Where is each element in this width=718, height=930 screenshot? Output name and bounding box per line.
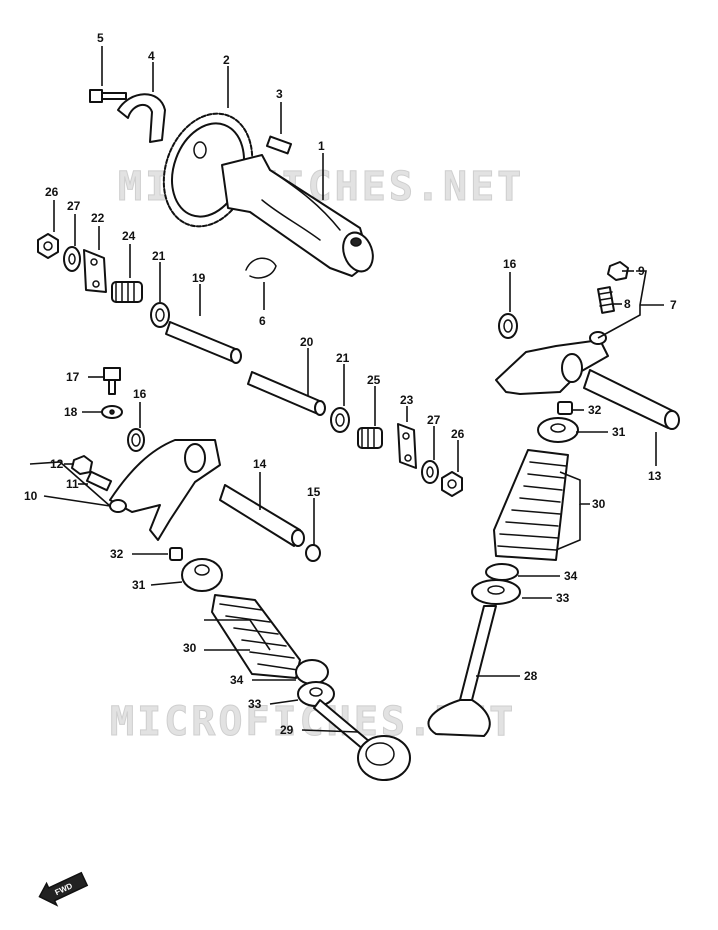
callout-labels: 5 4 2 3 1 6 26 27 22 24 21 19 20 21 25 2… [24,31,677,737]
callout-32-right: 32 [588,403,602,417]
callout-29: 29 [280,723,294,737]
washer-18 [101,405,123,419]
callout-10: 10 [24,489,38,503]
callout-4: 4 [148,49,155,63]
washer-21b [330,407,350,433]
cotter-32b [557,401,573,415]
shaft-13 [583,369,680,430]
pin-3 [265,135,293,155]
nut-26a [37,233,59,259]
o-ring-16a [127,428,145,452]
callout-23: 23 [400,393,414,407]
leader-lines [29,46,664,733]
washer-27a [63,246,81,272]
nut-9 [607,261,629,281]
retainer-31b [537,417,579,443]
clip-6 [245,257,277,279]
plate-23 [397,423,417,469]
seal-33b [471,579,521,605]
nut-26b [441,471,463,497]
callout-21-left: 21 [152,249,166,263]
callout-34-right: 34 [564,569,578,583]
callout-18: 18 [64,405,78,419]
nut-12 [71,455,93,475]
valve-29 [313,699,411,781]
washer-21a [150,302,170,328]
callout-20: 20 [300,335,314,349]
callout-31-left: 31 [132,578,146,592]
callout-31-right: 31 [612,425,626,439]
callout-32-left: 32 [110,547,124,561]
callout-27-mid: 27 [427,413,441,427]
springs-30a [211,594,301,679]
callout-25: 25 [367,373,381,387]
callout-7: 7 [670,298,677,312]
callout-14: 14 [253,457,267,471]
springs-30b [493,449,569,561]
seat-34b [485,563,519,581]
callout-13: 13 [648,469,662,483]
callout-5: 5 [97,31,104,45]
callout-17: 17 [66,370,80,384]
plate-22 [83,249,107,293]
o-ring-16b [498,313,518,339]
retainer-31a [181,558,223,592]
shaft-20 [247,371,326,416]
callout-16-left: 16 [133,387,147,401]
callout-1: 1 [318,139,325,153]
callout-28: 28 [524,669,538,683]
callout-26-mid: 26 [451,427,465,441]
callout-24: 24 [122,229,136,243]
callout-33-right: 33 [556,591,570,605]
callout-22: 22 [91,211,105,225]
callout-34-left: 34 [230,673,244,687]
callout-19: 19 [192,271,206,285]
callout-2: 2 [223,53,230,67]
spring-24 [111,281,143,303]
o-ring-15 [305,544,321,562]
washer-27b [421,460,439,484]
callout-21-right: 21 [336,351,350,365]
callout-30-left: 30 [183,641,197,655]
rocker-arm-10 [109,439,221,541]
callout-30-right: 30 [592,497,606,511]
forward-arrow-icon: FWD [38,871,89,907]
callout-26-top: 26 [45,185,59,199]
spring-25 [357,427,383,449]
callout-9: 9 [638,264,645,278]
callout-16-right: 16 [503,257,517,271]
callout-27-top: 27 [67,199,81,213]
bolt-5 [89,89,127,103]
adjuster-11 [85,470,113,492]
callout-3: 3 [276,87,283,101]
callout-12: 12 [50,457,64,471]
adjuster-8 [597,286,615,314]
bolt-17 [103,367,121,395]
shaft-14 [219,484,305,547]
seat-34a [295,659,329,685]
callout-33-left: 33 [248,697,262,711]
valve-28 [427,605,497,737]
callout-6: 6 [259,314,266,328]
cotter-32a [169,547,183,561]
shaft-19 [165,321,242,364]
callout-15: 15 [307,485,321,499]
seal-33a [297,681,335,707]
plate-4 [117,93,166,143]
callout-11: 11 [66,477,79,491]
callout-8: 8 [624,297,631,311]
camshaft [221,154,374,277]
